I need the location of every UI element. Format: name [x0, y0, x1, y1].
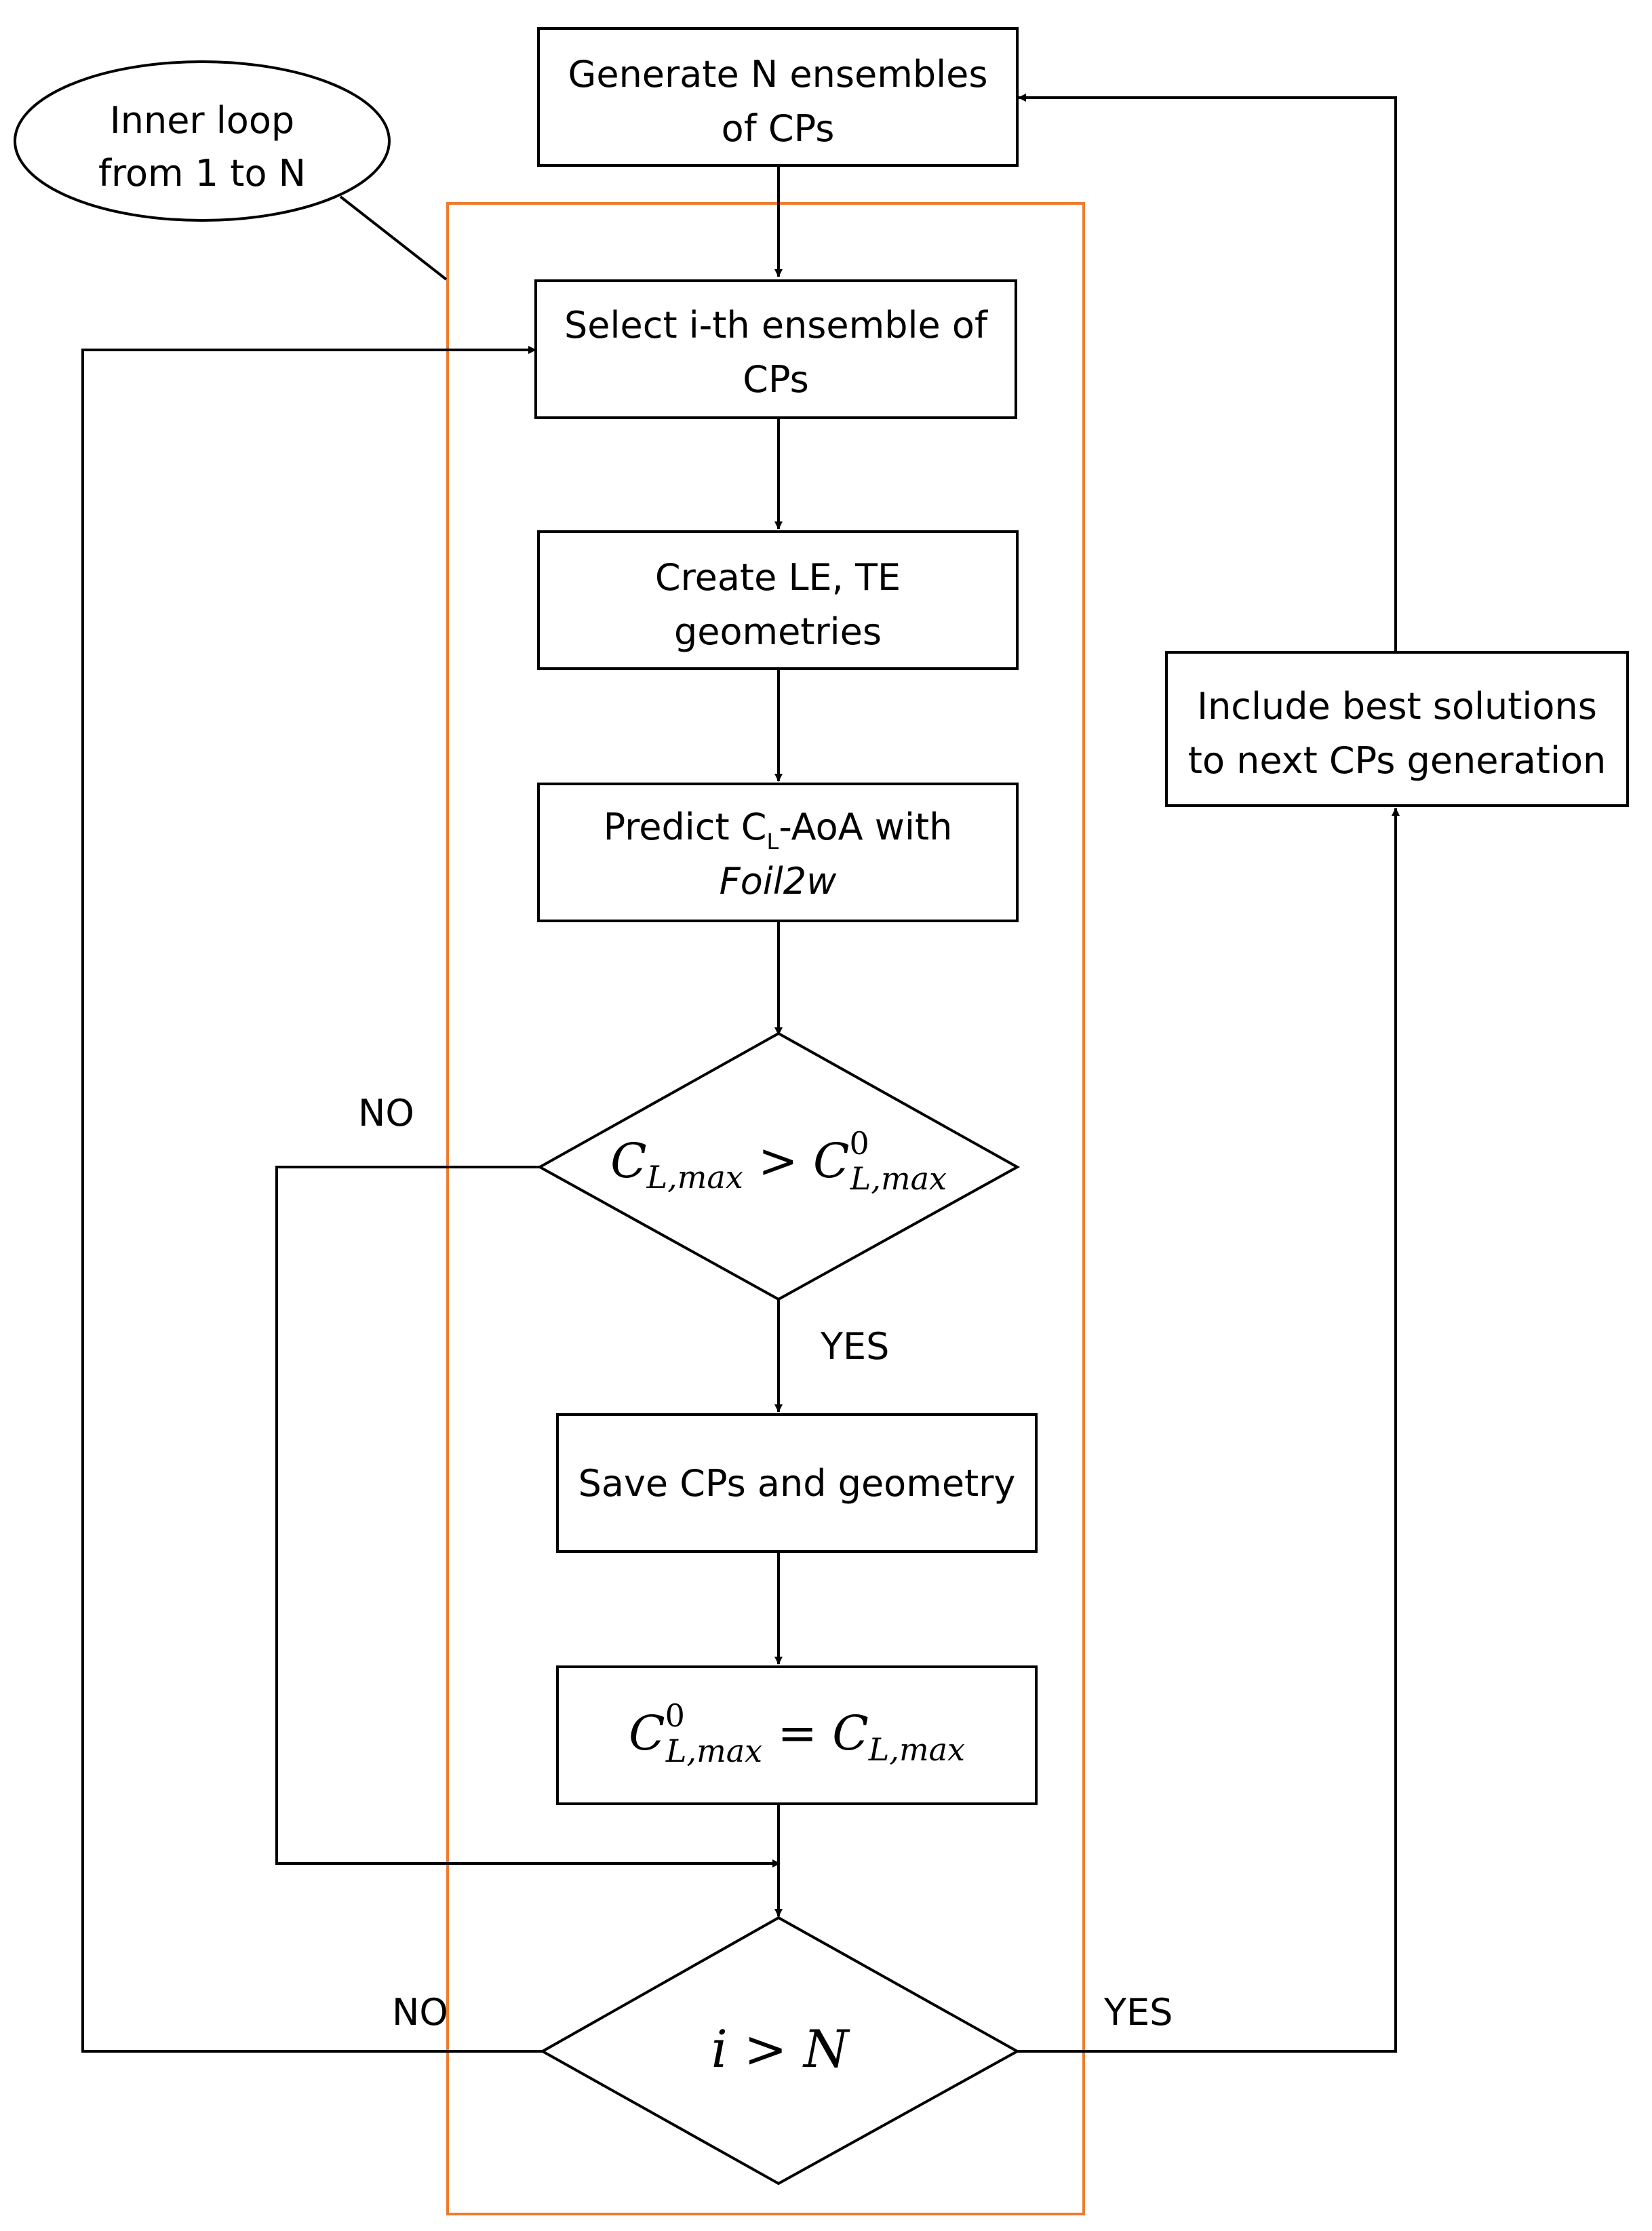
predict-line-1: Predict CL-AoA with — [604, 806, 953, 854]
node-save-cps: Save CPs and geometry — [556, 1413, 1038, 1553]
node-select-ensemble: Select i-th ensemble of CPs — [534, 279, 1017, 419]
label-d1-no: NO — [358, 1092, 414, 1134]
a-lhs-sup: 0 — [665, 1697, 685, 1734]
callout-pointer — [339, 195, 448, 281]
node-create-geometries: Create LE, TE geometries — [537, 530, 1019, 670]
select-line-2: CPs — [743, 358, 808, 401]
create-line-1: Create LE, TE — [655, 556, 901, 599]
label-d2-yes: YES — [1103, 1991, 1173, 2034]
label-d2-no: NO — [392, 1991, 448, 2034]
node-predict-cl-aoa: Predict CL-AoA with Foil2w — [537, 783, 1019, 922]
decision2-text: i > N — [711, 2019, 850, 2079]
generate-line-2: of CPs — [722, 107, 835, 150]
a-lhs-sub: L,max — [665, 1733, 762, 1769]
a-lhs: C — [629, 1705, 665, 1761]
node-generate-ensembles: Generate N ensembles of CPs — [537, 27, 1019, 167]
include-line-2: to next CPs generation — [1188, 739, 1606, 782]
edge-decision2-no-loop — [81, 346, 543, 2053]
predict-sub: L — [767, 829, 779, 854]
d1-op: > — [743, 1133, 813, 1189]
a-rhs-sub: L,max — [868, 1731, 965, 1768]
include-line-1: Include best solutions — [1197, 685, 1597, 728]
generate-line-1: Generate N ensembles — [568, 53, 988, 96]
d1-rhs-sup: 0 — [850, 1125, 869, 1162]
predict-pre: Predict C — [604, 806, 767, 848]
create-line-2: geometries — [674, 610, 882, 653]
predict-post: -AoA with — [779, 806, 952, 848]
node-include-best: Include best solutions to next CPs gener… — [1165, 651, 1629, 807]
edge-decision1-no-bypass — [275, 1166, 781, 1868]
callout-line-1: Inner loop — [110, 99, 294, 142]
callout-line-2: from 1 to N — [98, 152, 306, 195]
edges — [81, 94, 1400, 2053]
edge-decision2-yes-to-include — [1017, 808, 1400, 2053]
node-decision-i-gt-n: i > N — [539, 1916, 1021, 2186]
edge-include-to-generate — [1018, 94, 1397, 652]
save-text: Save CPs and geometry — [578, 1462, 1016, 1505]
d1-lhs: C — [610, 1133, 647, 1189]
d1-lhs-sub: L,max — [646, 1159, 743, 1196]
d1-rhs: C — [813, 1133, 850, 1189]
inner-loop-frame — [446, 202, 1085, 2215]
predict-line-2: Foil2w — [720, 860, 837, 903]
label-d1-yes: YES — [820, 1325, 889, 1368]
inner-loop-callout: Inner loop from 1 to N — [14, 60, 448, 281]
select-line-1: Select i-th ensemble of — [564, 304, 989, 347]
d1-rhs-sub: L,max — [850, 1160, 947, 1197]
a-op: = — [762, 1705, 832, 1761]
a-rhs: C — [832, 1705, 869, 1761]
